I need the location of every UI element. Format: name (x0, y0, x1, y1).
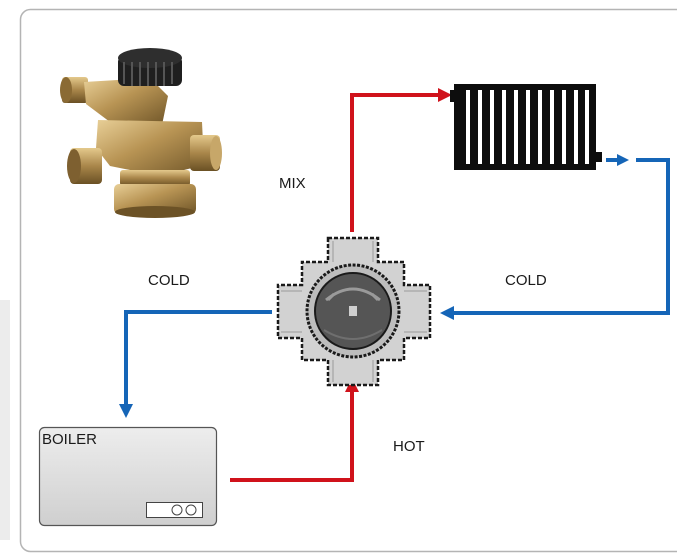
boiler-knob-left (171, 504, 183, 516)
boiler-icon (38, 426, 218, 527)
cold-pipe-valve-to-boiler (124, 310, 272, 406)
cold-arrowhead-down (119, 404, 133, 418)
hot-pipe-boiler-to-valve (230, 387, 354, 482)
mix-label: MIX (279, 175, 306, 192)
hot-arrowhead-right (438, 88, 452, 102)
radiator-icon (450, 84, 602, 170)
cold-pipe-radiator-to-valve (454, 158, 670, 315)
hot-supply-label: HOT (393, 438, 425, 455)
boiler-knob-right (185, 504, 197, 516)
hot-pipe-valve-to-radiator (350, 93, 440, 232)
cold-arrowhead-left (440, 306, 454, 320)
cold-return-label-left: COLD (148, 272, 190, 289)
cold-return-label-right: COLD (505, 272, 547, 289)
left-shadow-strip (0, 300, 10, 540)
mixing-valve-symbol (276, 236, 432, 387)
boiler-label: BOILER (42, 431, 98, 448)
thermostatic-mixing-valve-photo (60, 48, 222, 218)
cold-arrowhead-right (617, 154, 629, 166)
